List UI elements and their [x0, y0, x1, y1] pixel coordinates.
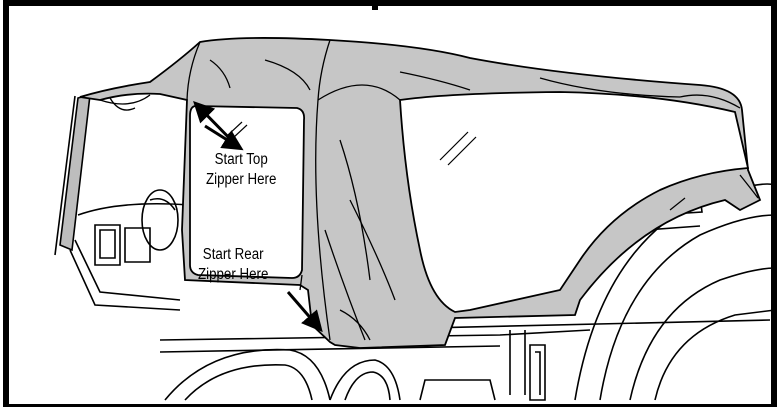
callout-text: Start Top — [206, 150, 276, 170]
callout-text: Zipper Here — [206, 170, 276, 190]
frame-tab — [372, 0, 378, 10]
callout-text: Start Rear — [198, 245, 268, 265]
callout-text: Zipper Here — [198, 265, 268, 285]
callout-start-top-zipper: Start Top Zipper Here — [206, 150, 276, 190]
callout-start-rear-zipper: Start Rear Zipper Here — [198, 245, 268, 285]
